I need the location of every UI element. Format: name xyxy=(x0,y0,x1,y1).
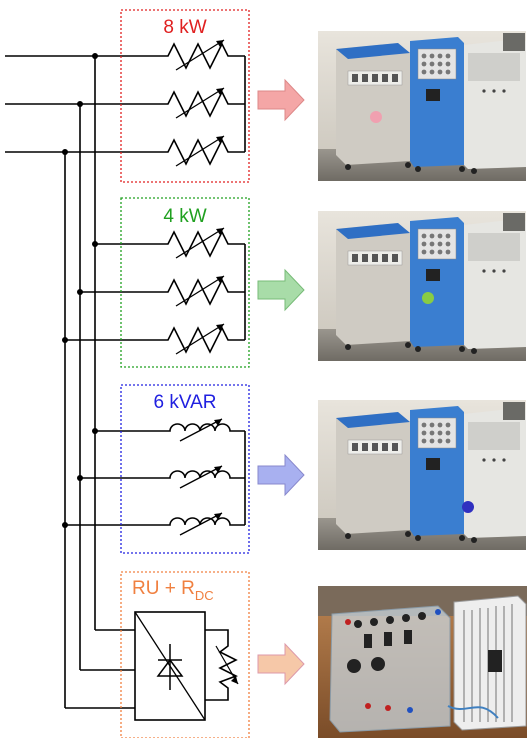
section-6kvar-box xyxy=(120,384,250,554)
section-6kvar-label: 6 kVAR xyxy=(153,392,216,413)
section-6kvar: 6 kVAR xyxy=(120,384,250,554)
dc-resistor xyxy=(215,640,239,690)
section-rectifier: RU + RDC xyxy=(120,571,250,738)
arrow-8kw xyxy=(257,78,305,122)
arrows xyxy=(257,78,305,686)
indicator-4kw xyxy=(422,292,434,304)
section-8kw-box xyxy=(120,9,250,183)
arrow-6kvar xyxy=(257,453,305,497)
supply-wires xyxy=(5,55,155,709)
resistor-4kw-c xyxy=(154,323,246,355)
resistor-8kw-c xyxy=(154,135,246,167)
indicator-8kw xyxy=(370,111,382,123)
inductor-c xyxy=(154,512,246,536)
section-rectifier-box xyxy=(120,571,250,738)
diode-icon xyxy=(156,644,184,690)
photo-8kw xyxy=(317,30,527,182)
photo-4kw xyxy=(317,210,527,362)
arrow-4kw xyxy=(257,268,305,312)
photo-6kvar xyxy=(317,399,527,551)
section-rectifier-label: RU + RDC xyxy=(132,578,214,603)
section-4kw: 4 kW xyxy=(120,197,250,368)
section-8kw-label: 8 kW xyxy=(163,17,206,38)
junction-dots xyxy=(62,53,98,528)
resistor-8kw-a xyxy=(154,39,246,71)
indicator-6kvar xyxy=(462,501,474,513)
resistor-8kw-b xyxy=(154,87,246,119)
resistor-4kw-b xyxy=(154,275,246,307)
section-8kw: 8 kW xyxy=(120,9,250,183)
section-4kw-box xyxy=(120,197,250,368)
arrow-rectifier xyxy=(257,642,305,686)
photo-rectifier xyxy=(318,586,527,738)
inductor-a xyxy=(154,418,246,442)
section-4kw-label: 4 kW xyxy=(163,206,206,227)
inductor-b xyxy=(154,465,246,489)
resistor-4kw-a xyxy=(154,227,246,259)
